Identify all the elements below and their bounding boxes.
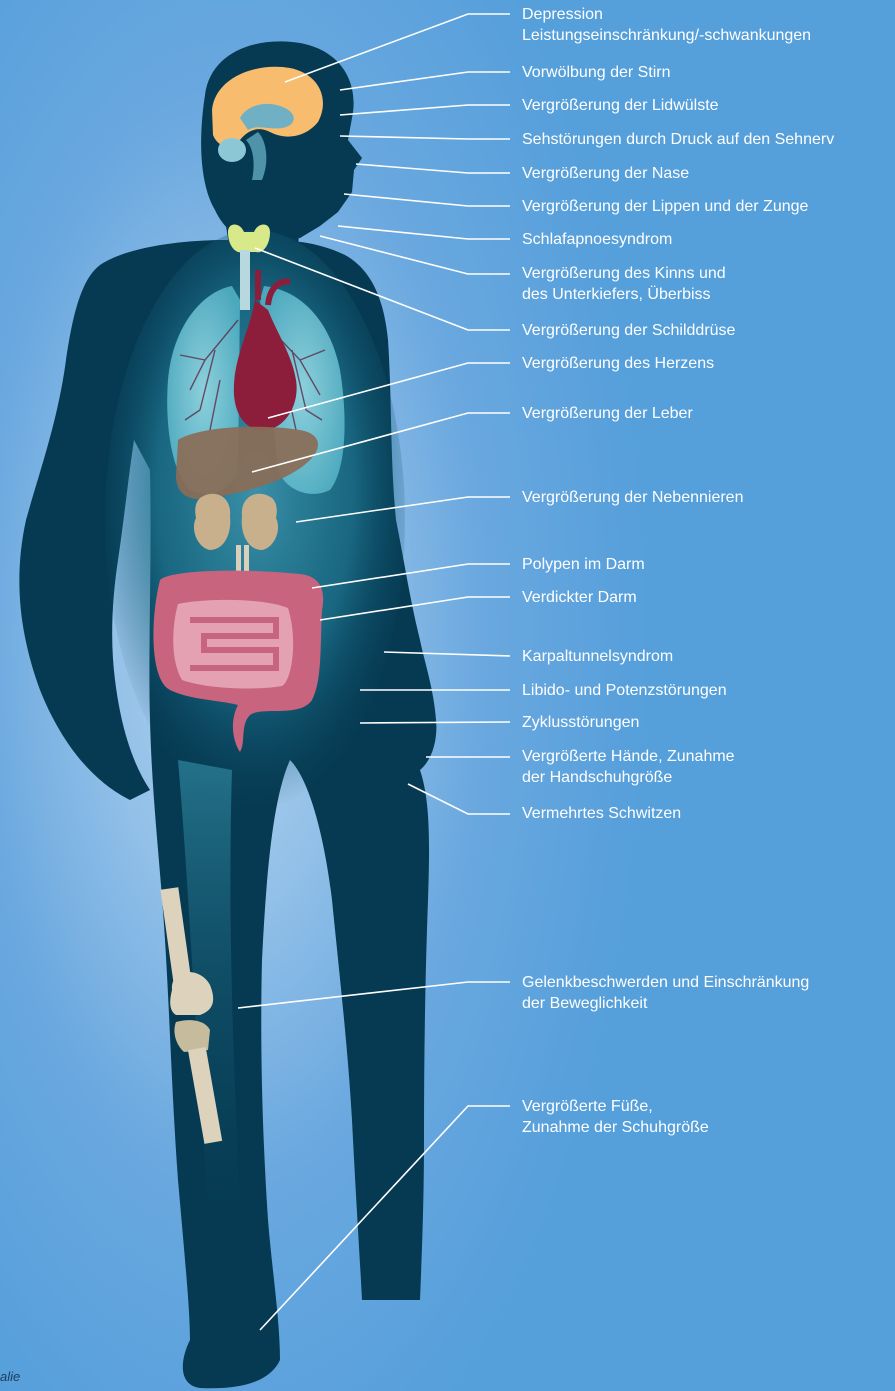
label-gelenke: Gelenkbeschwerden und Einschränkung der …	[522, 972, 809, 1014]
label-depression: Depression Leistungseinschränkung/-schwa…	[522, 4, 811, 46]
leader-line-nase	[356, 164, 510, 173]
leader-line-schlafapnoe	[338, 226, 510, 239]
label-kinn: Vergrößerung des Kinns und des Unterkief…	[522, 263, 726, 305]
label-libido: Libido- und Potenzstörungen	[522, 680, 727, 701]
label-nase: Vergrößerung der Nase	[522, 163, 689, 184]
label-lidwuelste: Vergrößerung der Lidwülste	[522, 95, 719, 116]
leader-line-lippen	[344, 194, 510, 206]
label-schwitzen: Vermehrtes Schwitzen	[522, 803, 681, 824]
label-herz: Vergrößerung des Herzens	[522, 353, 714, 374]
label-leber: Vergrößerung der Leber	[522, 403, 693, 424]
leader-line-sehstoerungen	[340, 136, 510, 139]
label-lippen: Vergrößerung der Lippen und der Zunge	[522, 196, 808, 217]
label-stirn: Vorwölbung der Stirn	[522, 62, 671, 83]
footnote-text: alie	[0, 1369, 20, 1384]
label-karpaltunnel: Karpaltunnelsyndrom	[522, 646, 673, 667]
leader-line-lidwuelste	[340, 105, 510, 115]
label-haende: Vergrößerte Hände, Zunahme der Handschuh…	[522, 746, 735, 788]
label-schlafapnoe: Schlafapnoesyndrom	[522, 229, 672, 250]
label-zyklus: Zyklusstörungen	[522, 712, 639, 733]
label-schilddruese: Vergrößerung der Schilddrüse	[522, 320, 735, 341]
label-polypen: Polypen im Darm	[522, 554, 645, 575]
label-darm: Verdickter Darm	[522, 587, 637, 608]
leader-line-zyklus	[360, 722, 510, 723]
leader-line-stirn	[340, 72, 510, 90]
label-fuesse: Vergrößerte Füße, Zunahme der Schuhgröße	[522, 1096, 709, 1138]
label-nebennieren: Vergrößerung der Nebennieren	[522, 487, 743, 508]
label-sehstoerungen: Sehstörungen durch Druck auf den Sehnerv	[522, 129, 834, 150]
